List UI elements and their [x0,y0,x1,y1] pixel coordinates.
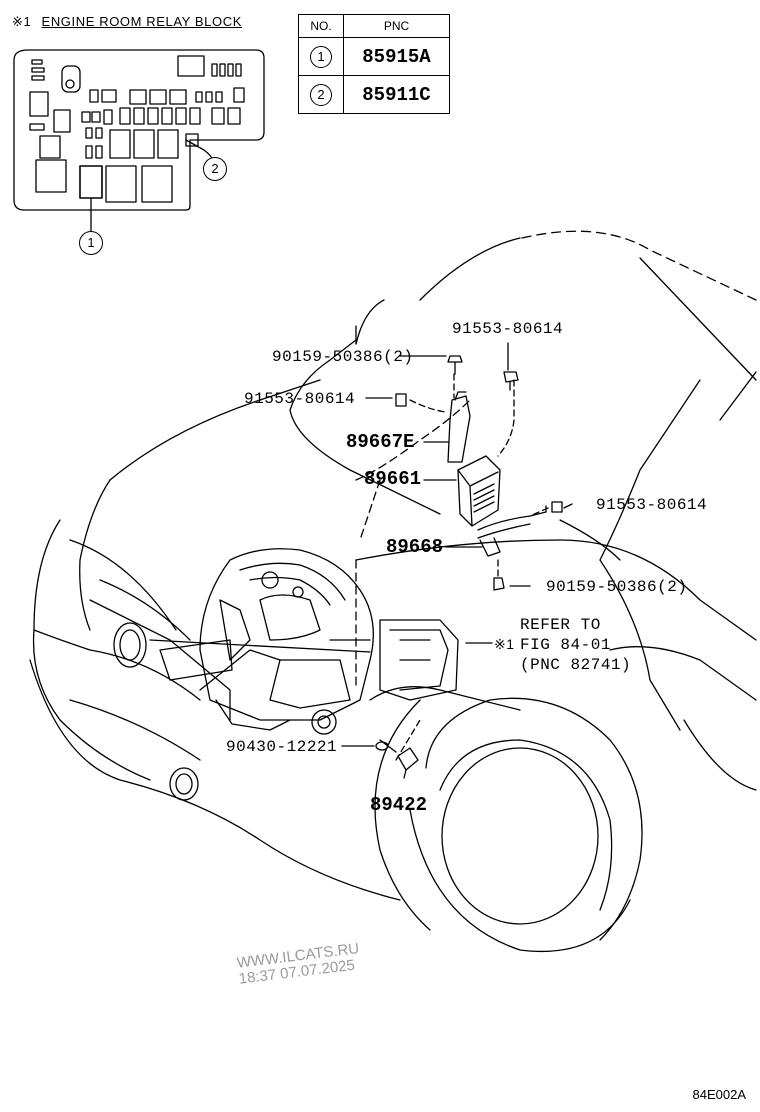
part-label-ecu[interactable]: 89661 [364,468,422,490]
pnc-table: NO. PNC 1 85915A 2 85911C [298,14,450,114]
pnc-value[interactable]: 85915A [343,37,450,76]
relay-block-drawing [13,49,265,235]
part-label-nut-left[interactable]: 91553-80614 [244,390,356,408]
part-label-bolt-bottom[interactable]: 90159-50386(2) [546,578,688,596]
figure-code: 84E002A [692,1087,747,1102]
pnc-header-no: NO. [298,14,344,38]
part-label-bracket[interactable]: 89667E [346,431,415,453]
ecu-assembly-drawing [341,342,573,779]
callout-2[interactable]: 2 [203,157,227,181]
pnc-value[interactable]: 85911C [343,75,450,114]
part-label-nut-right[interactable]: 91553-80614 [596,496,708,514]
callout-1[interactable]: 1 [79,231,103,255]
row-number: 1 [310,46,332,68]
refer-line-1: REFER TO [520,616,601,634]
pnc-header-pnc: PNC [343,14,450,38]
part-label-gasket[interactable]: 90430-12221 [226,738,338,756]
refer-mark: ※1 [494,636,515,652]
relay-block-title: ENGINE ROOM RELAY BLOCK [41,14,242,29]
table-row[interactable]: 1 85915A [298,37,450,76]
part-label-sensor[interactable]: 89422 [370,794,428,816]
refer-line-3[interactable]: (PNC 82741) [520,656,632,674]
relay-block-heading: ※1 ENGINE ROOM RELAY BLOCK [12,14,242,30]
refer-line-2[interactable]: FIG 84-01 [520,636,611,654]
engine-drawing [149,548,459,735]
part-label-bolt-top[interactable]: 90159-50386(2) [272,348,414,366]
pnc-table-header: NO. PNC [298,14,450,38]
row-number: 2 [310,84,332,106]
table-row[interactable]: 2 85911C [298,75,450,114]
part-label-harness-bracket[interactable]: 89668 [386,536,444,558]
vehicle-body-drawing [29,230,757,953]
relay-block-mark: ※1 [12,14,32,29]
part-label-nut-top[interactable]: 91553-80614 [452,320,564,338]
